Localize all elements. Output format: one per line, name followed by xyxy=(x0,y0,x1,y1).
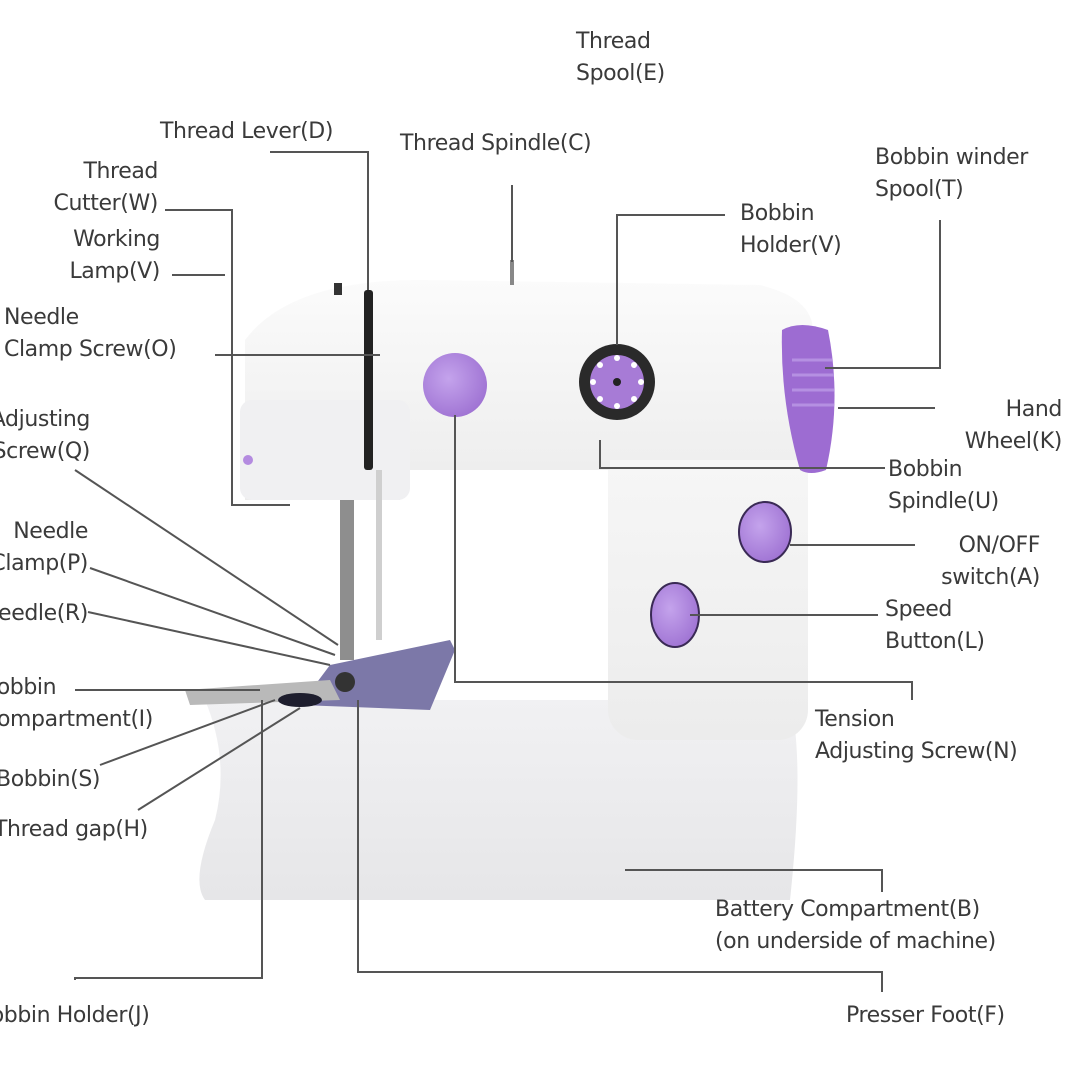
label-needle-clamp-screw: Needle Clamp Screw(O) xyxy=(4,305,177,362)
machine-base xyxy=(199,700,798,900)
label-bobbin: Bobbin(S) xyxy=(0,767,101,792)
label-thread-cutter: Thread Cutter(W) xyxy=(53,159,159,216)
label-hand-wheel: Hand Wheel(K) xyxy=(964,397,1063,454)
label-bobbin-holder-v: Bobbin Holder(V) xyxy=(740,201,842,258)
label-needle-clamp: Needle Clamp(P) xyxy=(0,519,88,576)
hand-wheel xyxy=(781,325,835,473)
label-thread-spindle: Thread Spindle(C) xyxy=(400,131,592,156)
label-tension-adjusting-screw: Tension Adjusting Screw(N) xyxy=(815,707,1018,764)
label-needle: Needle(R) xyxy=(0,601,88,626)
label-thread-gap: Thread gap(H) xyxy=(0,817,148,842)
presser-foot xyxy=(300,640,455,710)
label-on-off-switch: ON/OFF switch(A) xyxy=(941,533,1040,590)
label-battery-compartment: Battery Compartment(B) (on underside of … xyxy=(715,897,996,954)
on-off-switch xyxy=(738,501,792,563)
label-thread-spool: Thread Spool(E) xyxy=(576,29,665,86)
label-bobbin-winder-spool: Bobbin winder Spool(T) xyxy=(875,145,1028,202)
label-bobbin-holder-j: Bobbin Holder(J) xyxy=(0,1003,150,1028)
thread-spool xyxy=(423,353,487,417)
label-speed-button: Speed Button(L) xyxy=(885,597,985,654)
label-bobbin-compartment: Bobbin Compartment(I) xyxy=(0,675,153,732)
label-working-lamp: Working Lamp(V) xyxy=(69,227,160,284)
label-adjusting-screw: Adjusting Screw(Q) xyxy=(0,407,90,464)
label-presser-foot: Presser Foot(F) xyxy=(846,1003,1005,1028)
leader-lines xyxy=(74,151,941,992)
label-thread-lever: Thread Lever(D) xyxy=(160,119,334,144)
label-bobbin-spindle: Bobbin Spindle(U) xyxy=(888,457,999,514)
